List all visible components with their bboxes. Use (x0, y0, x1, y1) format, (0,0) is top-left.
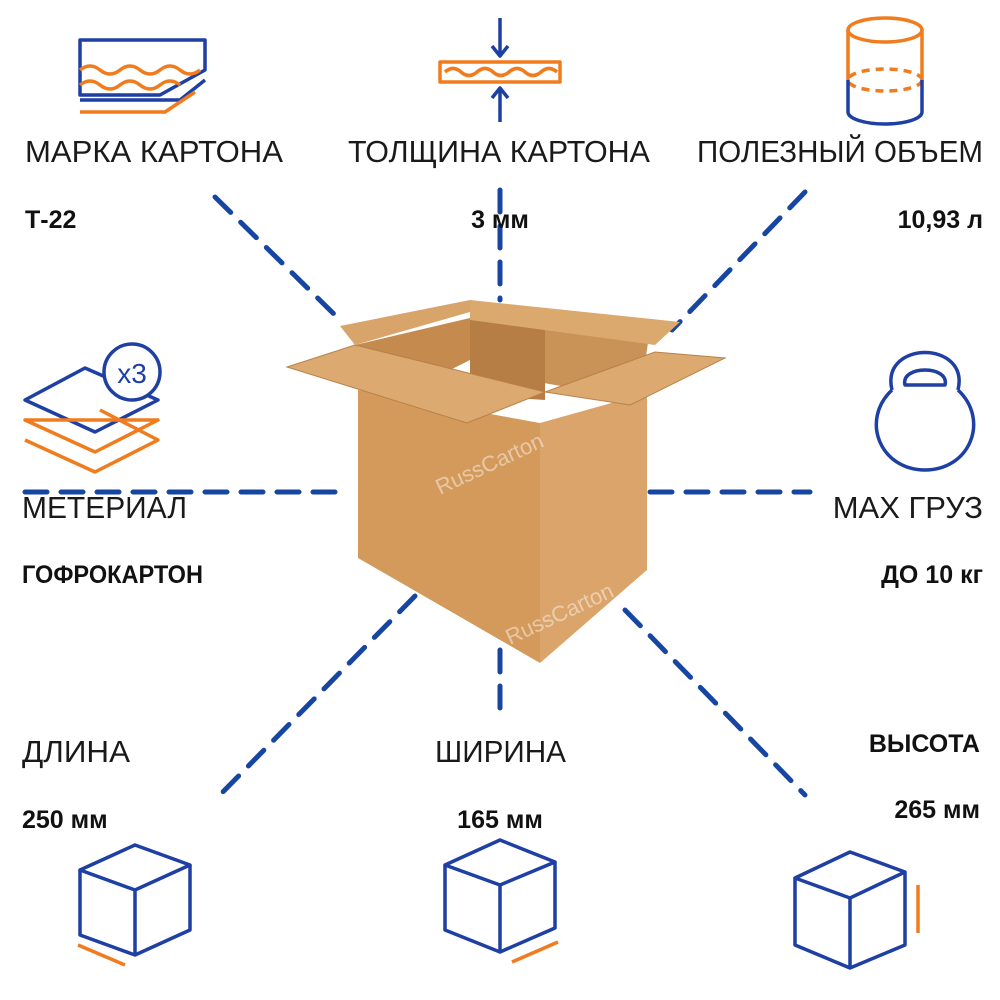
grade-value: Т-22 (25, 206, 76, 234)
length-value: 250 мм (22, 806, 108, 834)
cardboard-box-image: RussCarton RussCarton (285, 300, 727, 663)
volume-value: 10,93 л (898, 206, 983, 234)
thickness-icon (438, 18, 562, 122)
load-label: MAX ГРУЗ (833, 490, 983, 525)
thickness-value: 3 мм (471, 206, 529, 234)
grade-label: МАРКА КАРТОНА (25, 134, 283, 169)
thickness-label: ТОЛЩИНА КАРТОНА (348, 134, 650, 169)
layered-cardboard-icon (78, 38, 207, 114)
material-label: МЕТЕРИАЛ (22, 490, 187, 525)
material-value: ГОФРОКАРТОН (22, 561, 203, 589)
connector-lines (22, 187, 813, 803)
cylinder-volume-icon (846, 16, 924, 126)
cube-height-icon (793, 850, 920, 970)
width-value: 165 мм (457, 806, 543, 834)
load-value: ДО 10 кг (881, 561, 983, 589)
cube-width-icon (443, 838, 559, 964)
connector-volume (669, 189, 808, 333)
three-layer-icon: x3 (23, 342, 162, 474)
height-label: ВЫСОТА (869, 730, 980, 758)
width-label: ШИРИНА (435, 734, 566, 769)
connector-length (212, 593, 418, 803)
kettlebell-icon (874, 350, 976, 472)
connector-height (622, 607, 808, 798)
cube-length-icon (77, 843, 192, 967)
height-value: 265 мм (894, 796, 980, 824)
layer-count-badge: x3 (117, 358, 147, 389)
volume-label: ПОЛЕЗНЫЙ ОБЪЕМ (697, 133, 983, 169)
length-label: ДЛИНА (22, 734, 130, 769)
connector-grade (212, 194, 341, 321)
